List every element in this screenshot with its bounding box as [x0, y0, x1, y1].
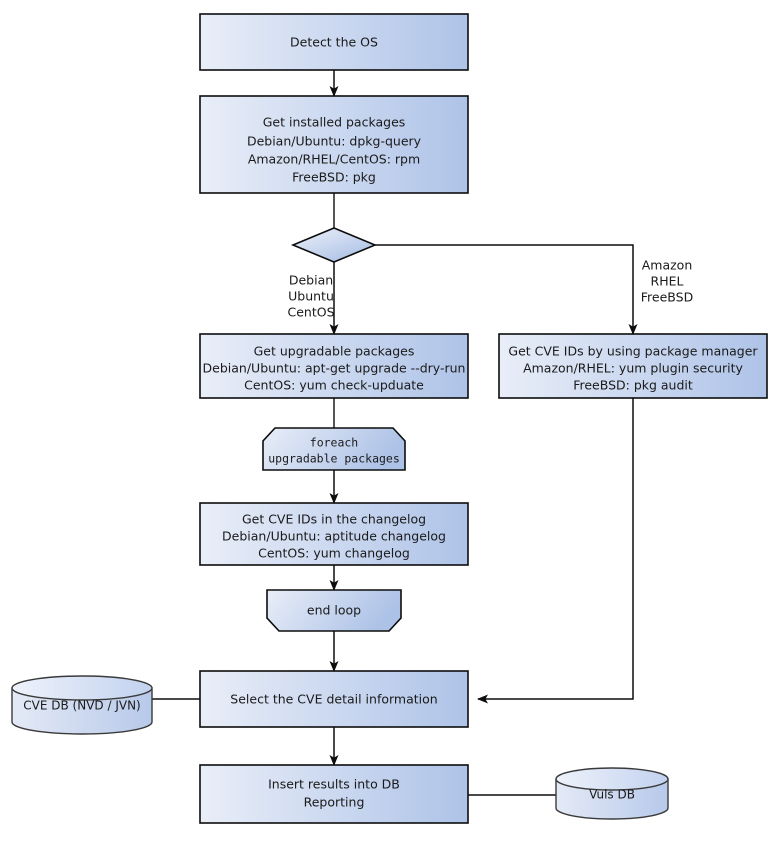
- node-select-cve-detail[interactable]: Select the CVE detail information: [199, 670, 469, 728]
- node-get-cve-ids-changelog-line-1: Get CVE IDs in the changelog: [242, 512, 426, 527]
- node-end-loop-label: end loop: [307, 603, 361, 618]
- node-get-installed-packages-line-1: Get installed packages: [263, 115, 406, 130]
- edge-label-right-line-1: Amazon: [642, 258, 693, 273]
- node-get-upgradable-packages[interactable]: Get upgradable packages Debian/Ubuntu: a…: [199, 333, 469, 399]
- edge-label-left-branch: Debian Ubuntu CentOS: [287, 273, 334, 320]
- node-get-cve-ids-package-manager[interactable]: Get CVE IDs by using package manager Ama…: [498, 333, 768, 399]
- node-vuls-db-label: Vuls DB: [589, 788, 635, 802]
- edge-pkgmanager-to-select: [477, 398, 634, 704]
- node-foreach-loop-start[interactable]: foreach upgradable packages: [262, 427, 406, 471]
- node-cve-db[interactable]: CVE DB (NVD / JVN): [11, 675, 153, 735]
- node-insert-results-line-2: Reporting: [304, 795, 365, 810]
- node-get-cve-ids-package-manager-line-1: Get CVE IDs by using package manager: [508, 344, 758, 359]
- node-get-upgradable-packages-line-1: Get upgradable packages: [254, 344, 415, 359]
- edge-label-left-line-1: Debian: [289, 273, 333, 288]
- node-get-installed-packages-line-4: FreeBSD: pkg: [292, 170, 376, 185]
- node-get-installed-packages[interactable]: Get installed packages Debian/Ubuntu: dp…: [199, 95, 469, 194]
- edge-label-right-line-3: FreeBSD: [641, 290, 693, 305]
- node-get-cve-ids-changelog-line-3: CentOS: yum changelog: [258, 546, 410, 561]
- edge-label-left-line-3: CentOS: [287, 305, 334, 320]
- node-insert-results[interactable]: Insert results into DB Reporting: [199, 764, 469, 824]
- node-get-cve-ids-changelog-line-2: Debian/Ubuntu: aptitude changelog: [222, 529, 446, 544]
- edge-decision-right: [375, 244, 638, 335]
- node-get-upgradable-packages-line-2: Debian/Ubuntu: apt-get upgrade --dry-run: [203, 361, 466, 376]
- node-end-loop[interactable]: end loop: [266, 589, 402, 632]
- node-get-upgradable-packages-line-3: CentOS: yum check-upduate: [244, 378, 424, 393]
- node-get-cve-ids-package-manager-line-2: Amazon/RHEL: yum plugin security: [523, 361, 743, 376]
- node-foreach-loop-start-line-2: upgradable packages: [268, 452, 400, 466]
- node-foreach-loop-start-line-1: foreach: [310, 436, 358, 450]
- edge-label-left-line-2: Ubuntu: [288, 289, 334, 304]
- node-get-cve-ids-package-manager-line-3: FreeBSD: pkg audit: [573, 378, 693, 393]
- edge-label-right-line-2: RHEL: [651, 274, 684, 289]
- node-insert-results-line-1: Insert results into DB: [268, 777, 400, 792]
- node-os-decision[interactable]: [290, 227, 378, 263]
- node-get-installed-packages-line-3: Amazon/RHEL/CentOS: rpm: [248, 152, 420, 167]
- node-get-cve-ids-changelog[interactable]: Get CVE IDs in the changelog Debian/Ubun…: [199, 502, 469, 566]
- edge-label-right-branch: Amazon RHEL FreeBSD: [641, 258, 693, 305]
- node-get-installed-packages-line-2: Debian/Ubuntu: dpkg-query: [247, 134, 422, 149]
- node-vuls-db[interactable]: Vuls DB: [555, 767, 669, 820]
- node-detect-os[interactable]: Detect the OS: [199, 13, 469, 71]
- connector-layer: [152, 70, 638, 796]
- node-select-cve-detail-label: Select the CVE detail information: [230, 692, 437, 707]
- node-detect-os-label: Detect the OS: [290, 35, 378, 50]
- node-cve-db-label: CVE DB (NVD / JVN): [23, 699, 140, 713]
